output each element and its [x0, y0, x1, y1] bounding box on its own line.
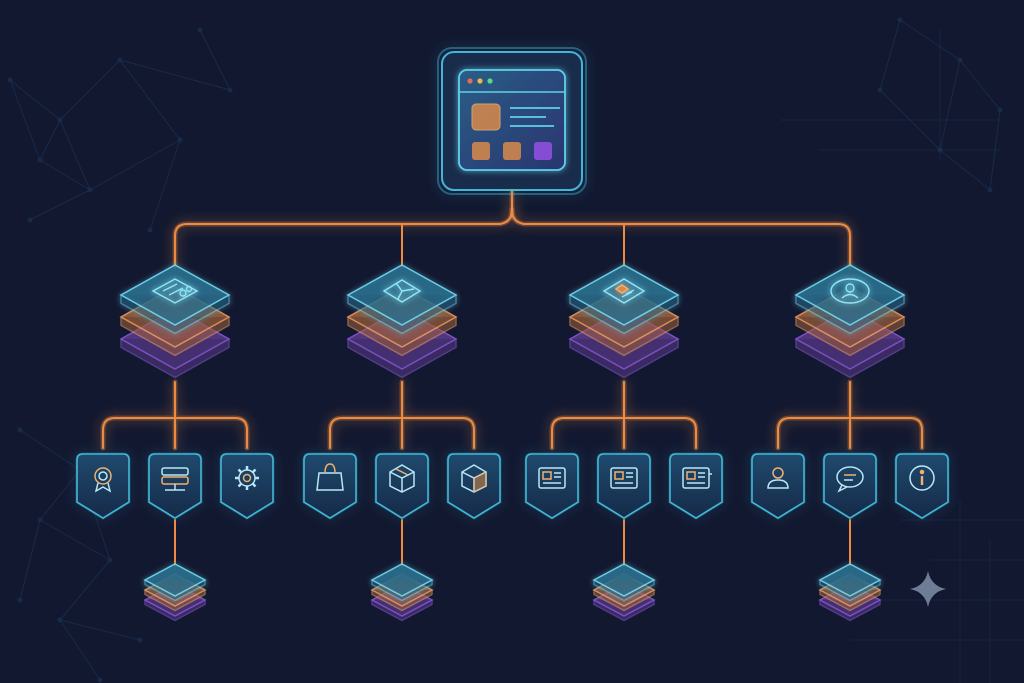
document-card-icon: [602, 278, 646, 304]
child-node-1-1[interactable]: [75, 452, 131, 520]
child-node-2-1[interactable]: [302, 452, 358, 520]
user-profile-icon: [830, 278, 870, 304]
root-node[interactable]: [437, 47, 587, 195]
connector-lines: [100, 187, 925, 569]
child-node-2-3[interactable]: [446, 452, 502, 520]
child-node-4-1[interactable]: [750, 452, 806, 520]
branch-node-2[interactable]: [346, 264, 458, 379]
info-icon: [909, 465, 935, 491]
shopping-bag-icon: [316, 463, 344, 491]
child-node-3-1[interactable]: [524, 452, 580, 520]
connector-branch-3-children: [551, 381, 697, 449]
article-icon: [610, 467, 638, 489]
connector-root-left: [174, 189, 513, 269]
cube-icon: [461, 464, 487, 494]
branch-node-3[interactable]: [568, 264, 680, 379]
diagram-nodes: [75, 47, 950, 622]
child-node-4-2[interactable]: [822, 452, 878, 520]
package-box-icon: [389, 464, 415, 493]
branch-node-1[interactable]: [119, 264, 231, 379]
chat-bubble-icon: [836, 466, 864, 493]
dashboard-chart-icon: [151, 278, 199, 304]
leaf-node-3[interactable]: [592, 563, 656, 622]
decorations: [910, 571, 946, 607]
article-icon: [538, 467, 566, 489]
leaf-node-1[interactable]: [143, 563, 207, 622]
server-rack-icon: [161, 467, 189, 491]
connector-branch-1-children: [102, 381, 248, 449]
leaf-node-2[interactable]: [370, 563, 434, 622]
newspaper-icon: [682, 467, 712, 489]
sparkle-icon: [910, 571, 946, 607]
background-network: [7, 17, 1024, 683]
child-node-1-3[interactable]: [219, 452, 275, 520]
child-node-1-2[interactable]: [147, 452, 203, 520]
connector-root-right: [511, 209, 851, 269]
branch-node-4[interactable]: [794, 264, 906, 379]
browser-window-icon: [458, 69, 566, 171]
child-node-4-3[interactable]: [894, 452, 950, 520]
child-node-2-2[interactable]: [374, 452, 430, 520]
child-node-3-3[interactable]: [668, 452, 724, 520]
connector-branch-4-children: [777, 381, 923, 449]
child-node-3-2[interactable]: [596, 452, 652, 520]
connector-branch-2-children: [329, 381, 475, 449]
leaf-node-4[interactable]: [818, 563, 882, 622]
pie-chart-icon: [382, 279, 422, 303]
award-badge-icon: [94, 467, 112, 493]
user-icon: [767, 467, 789, 489]
gear-icon: [235, 466, 259, 490]
